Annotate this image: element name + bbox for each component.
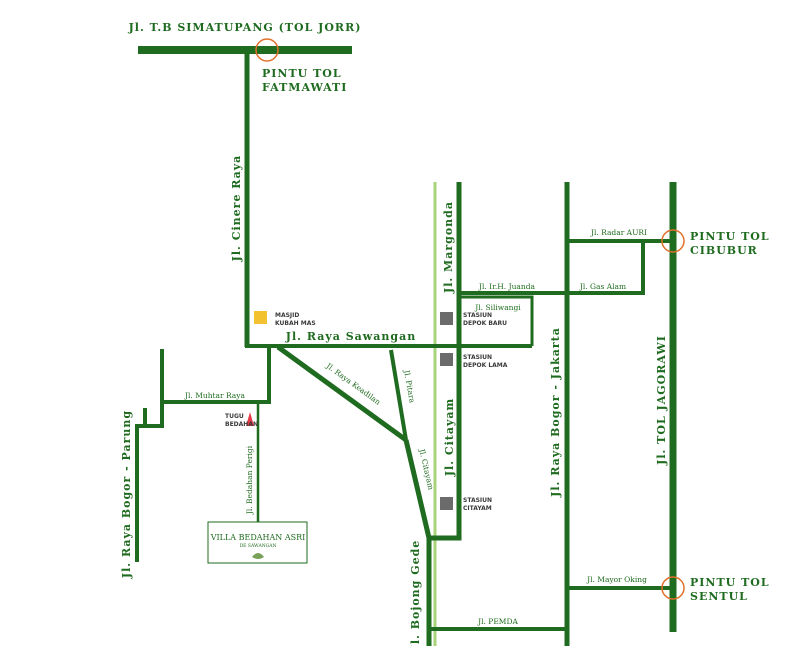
road-pitara [389, 349, 408, 441]
label-gas-alam: Jl. Gas Alam [579, 282, 626, 291]
label-pemda: Jl. PEMDA [477, 617, 518, 626]
gate-sentul-marker [661, 576, 685, 600]
label-citayam: Jl. Citayam [443, 398, 456, 477]
label-muhtar-raya: Jl. Muhtar Raya [184, 391, 245, 400]
label-tb-simatupang: Jl. T.B SIMATUPANG (TOL JORR) [128, 21, 362, 34]
label-bojong-gede: Jl. Bojong Gede [409, 540, 422, 646]
road-citayam-curve [403, 439, 432, 539]
label-gate-fatmawati-2: FATMAWATI [262, 81, 347, 94]
road-raya-keadilan [276, 344, 408, 443]
label-depok-lama-2: DEPOK LAMA [463, 362, 508, 369]
station-citayam-marker [440, 497, 453, 510]
road-parung-jog [143, 408, 162, 428]
label-cinere-raya: Jl. Cinere Raya [230, 155, 243, 263]
label-tugu-2: BEDAHAN [225, 421, 258, 428]
road-raya-bogor-parung [135, 402, 164, 562]
station-depok-lama-marker [440, 353, 453, 366]
label-masjid-1: MASJID [275, 312, 299, 319]
label-gate-cibubur-2: CIBUBUR [690, 244, 758, 257]
masjid-marker [254, 311, 267, 324]
label-ir-h-juanda: Jl. Ir.H. Juanda [478, 282, 536, 291]
label-masjid-2: KUBAH MAS [275, 320, 316, 327]
road-siliwangi [460, 295, 534, 346]
label-gate-sentul-2: SENTUL [690, 590, 748, 603]
villa-tagline: DE SAWANGAN [240, 543, 277, 549]
station-depok-baru-marker [440, 312, 453, 325]
label-radar-auri: Jl. Radar AURI [590, 228, 647, 237]
label-depok-baru-1: STASIUN [463, 312, 492, 319]
label-depok-lama-1: STASIUN [463, 354, 492, 361]
label-pitara: Jl. Pitara [402, 368, 417, 404]
road-margonda-citayam [429, 182, 462, 541]
label-bedahan-perigi: Jl. Bedahan Perigi [245, 445, 254, 515]
label-tugu-1: TUGU [225, 413, 244, 420]
tugu-marker [246, 412, 254, 426]
label-depok-baru-2: DEPOK BARU [463, 320, 507, 327]
label-gate-cibubur-1: PINTU TOL [690, 230, 770, 243]
label-citayam-curve: Jl. Citayam [417, 447, 435, 491]
label-citayam-st-1: STASIUN [463, 497, 492, 504]
villa-name: VILLA BEDAHAN ASRI [210, 533, 306, 542]
label-margonda: Jl. Margonda [442, 201, 455, 294]
label-mayor-oking: Jl. Mayor Oking [586, 575, 647, 584]
label-raya-bogor-parung: Jl. Raya Bogor - Parung [120, 410, 133, 579]
gate-fatmawati-marker [255, 38, 279, 62]
label-tol-jagorawi: Jl. TOL JAGORAWI [655, 335, 668, 466]
road-muhtar-raya [160, 346, 271, 404]
label-gate-fatmawati-1: PINTU TOL [262, 67, 342, 80]
villa-leaf-icon [252, 553, 264, 559]
label-siliwangi: Jl. Siliwangi [474, 303, 521, 312]
label-raya-sawangan: Jl. Raya Sawangan [285, 330, 416, 343]
gate-cibubur-marker [661, 229, 685, 253]
label-raya-bogor-jakarta: Jl. Raya Bogor - Jakarta [549, 327, 562, 498]
label-citayam-st-2: CITAYAM [463, 505, 492, 512]
label-gate-sentul-1: PINTU TOL [690, 576, 770, 589]
